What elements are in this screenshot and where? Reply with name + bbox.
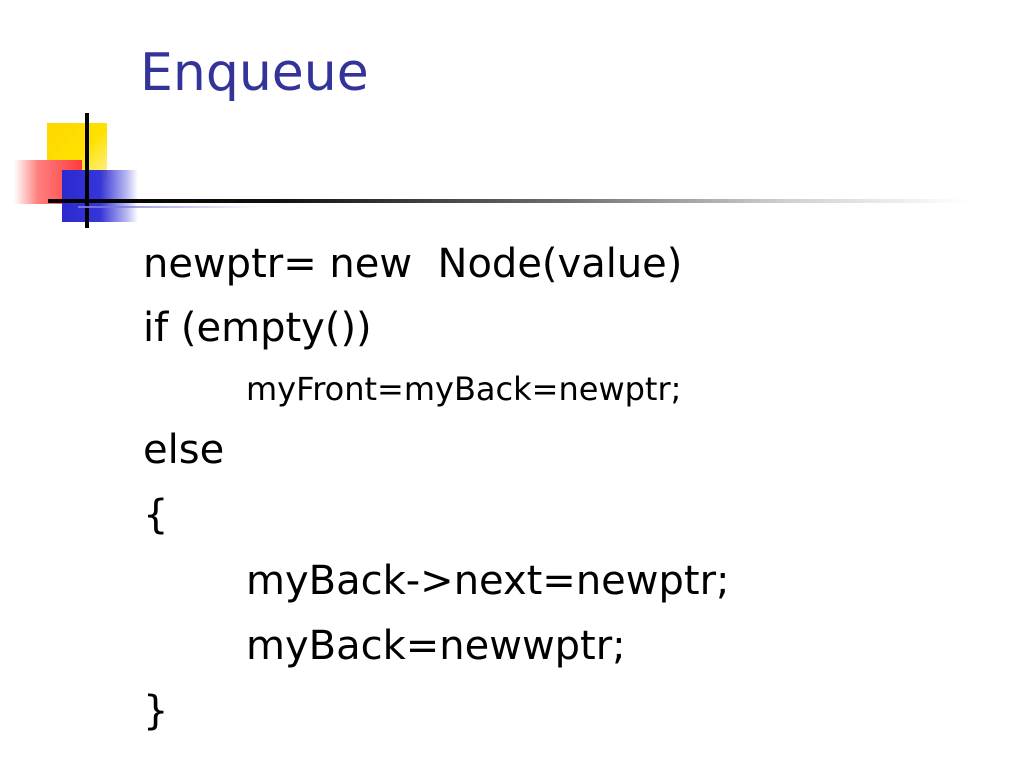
vertical-rule xyxy=(85,113,89,228)
code-line: myBack=newwptr; xyxy=(246,623,626,669)
code-line: if (empty()) xyxy=(143,305,372,351)
code-line: } xyxy=(143,688,169,734)
code-line: myFront=myBack=newptr; xyxy=(246,370,682,408)
blue-accent-rule xyxy=(78,206,258,208)
blue-square-decoration xyxy=(62,170,138,222)
code-line: myBack->next=newptr; xyxy=(246,558,730,604)
title-underline-rule xyxy=(48,199,968,203)
code-line: else xyxy=(143,427,225,473)
code-line: newptr= new Node(value) xyxy=(143,241,683,287)
slide-title: Enqueue xyxy=(140,43,369,103)
code-line: { xyxy=(143,492,169,538)
